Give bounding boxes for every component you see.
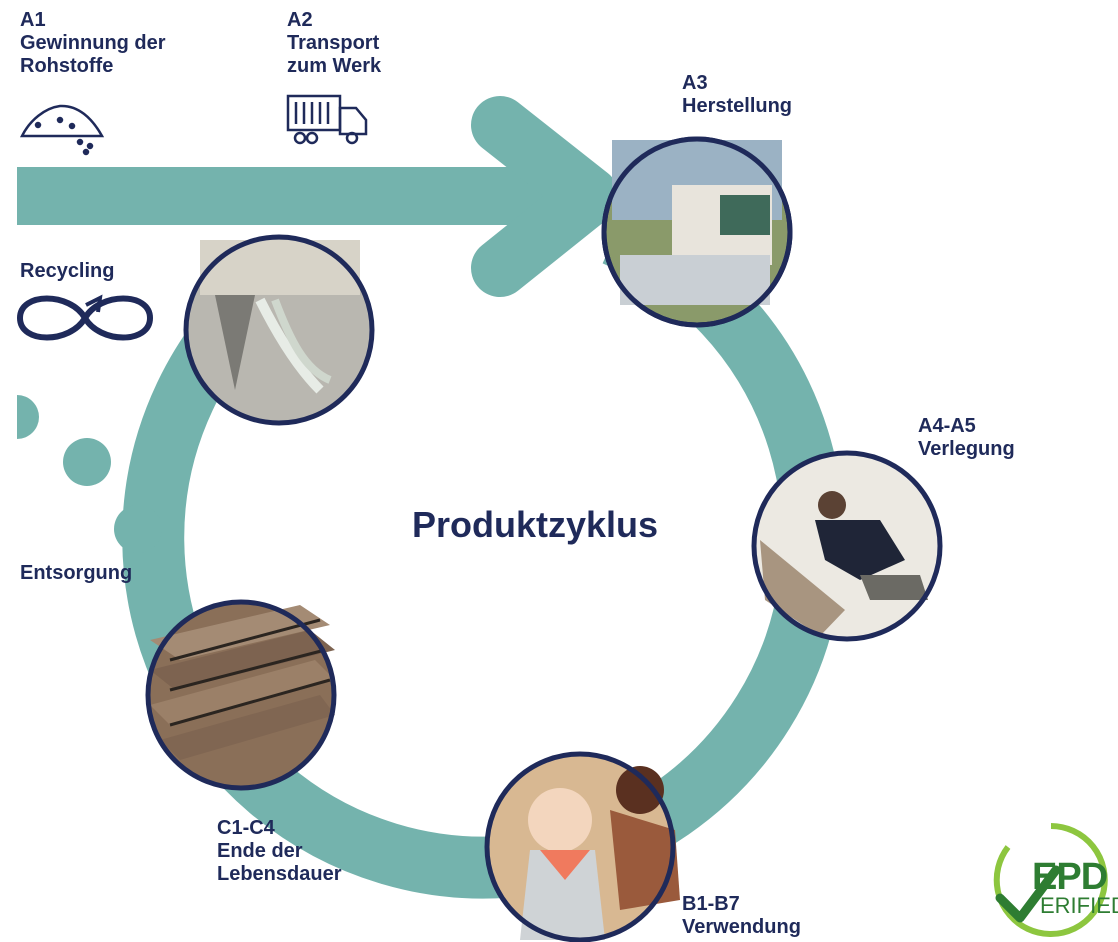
- stage-a1-label: A1 Gewinnung der Rohstoffe: [20, 9, 166, 78]
- end-of-life-photo: [145, 599, 337, 791]
- epd-badge-title: EPD: [1032, 856, 1108, 898]
- truck-icon: [286, 94, 368, 145]
- disposal-dot-2: [63, 438, 111, 486]
- disposal-dot-3: [114, 505, 162, 553]
- manufacturing-photo: [601, 136, 793, 328]
- recycling-label: Recycling: [20, 260, 114, 283]
- stage-a3-label: A3 Herstellung: [682, 72, 792, 118]
- infinity-arrow-icon: [16, 294, 154, 341]
- stage-a3-line1: Herstellung: [682, 95, 793, 117]
- disposal-text: Entsorgung: [20, 562, 133, 584]
- stage-c1c4-code: C1-C4: [217, 817, 275, 839]
- stage-a2-line2: zum Werk: [287, 55, 382, 77]
- disposal-dot-1: [17, 395, 39, 439]
- stage-a4a5-label: A4-A5 Verlegung: [918, 415, 1015, 461]
- cycle-title: Produktzyklus: [411, 504, 659, 545]
- stage-a1-code: A1: [20, 9, 46, 31]
- installation-photo: [751, 450, 943, 642]
- stage-a3-code: A3: [682, 72, 708, 94]
- checkmark-icon: [995, 865, 1061, 923]
- stage-c1c4-line2: Lebensdauer: [217, 863, 342, 885]
- stage-a4a5-code: A4-A5: [918, 415, 976, 437]
- disposal-label: Entsorgung: [20, 562, 132, 585]
- usage-photo: [484, 751, 680, 942]
- recycling-photo: [183, 234, 375, 426]
- inflow-arrow-head: [471, 96, 619, 297]
- stage-a2-line1: Transport: [287, 32, 380, 54]
- stage-b1b7-label: B1-B7 Verwendung: [682, 893, 801, 939]
- stage-a2-label: A2 Transport zum Werk: [287, 9, 381, 78]
- badge-ring: [993, 823, 1108, 937]
- epd-badge-sub: ERIFIED: [1040, 893, 1118, 918]
- stage-a1-line2: Rohstoffe: [20, 55, 114, 77]
- stage-b1b7-line1: Verwendung: [682, 916, 801, 938]
- epd-verified-badge: [993, 823, 1108, 937]
- stage-a1-line1: Gewinnung der: [20, 32, 166, 54]
- stage-c1c4-label: C1-C4 Ende der Lebensdauer: [217, 817, 341, 886]
- stage-b1b7-code: B1-B7: [682, 893, 740, 915]
- sand-pile-icon: [19, 104, 105, 156]
- stage-a2-code: A2: [287, 9, 313, 31]
- inflow-arrow-shaft: [17, 167, 577, 225]
- stage-a4a5-line1: Verlegung: [918, 438, 1015, 460]
- recycling-text: Recycling: [20, 260, 115, 282]
- stage-c1c4-line1: Ende der: [217, 840, 303, 862]
